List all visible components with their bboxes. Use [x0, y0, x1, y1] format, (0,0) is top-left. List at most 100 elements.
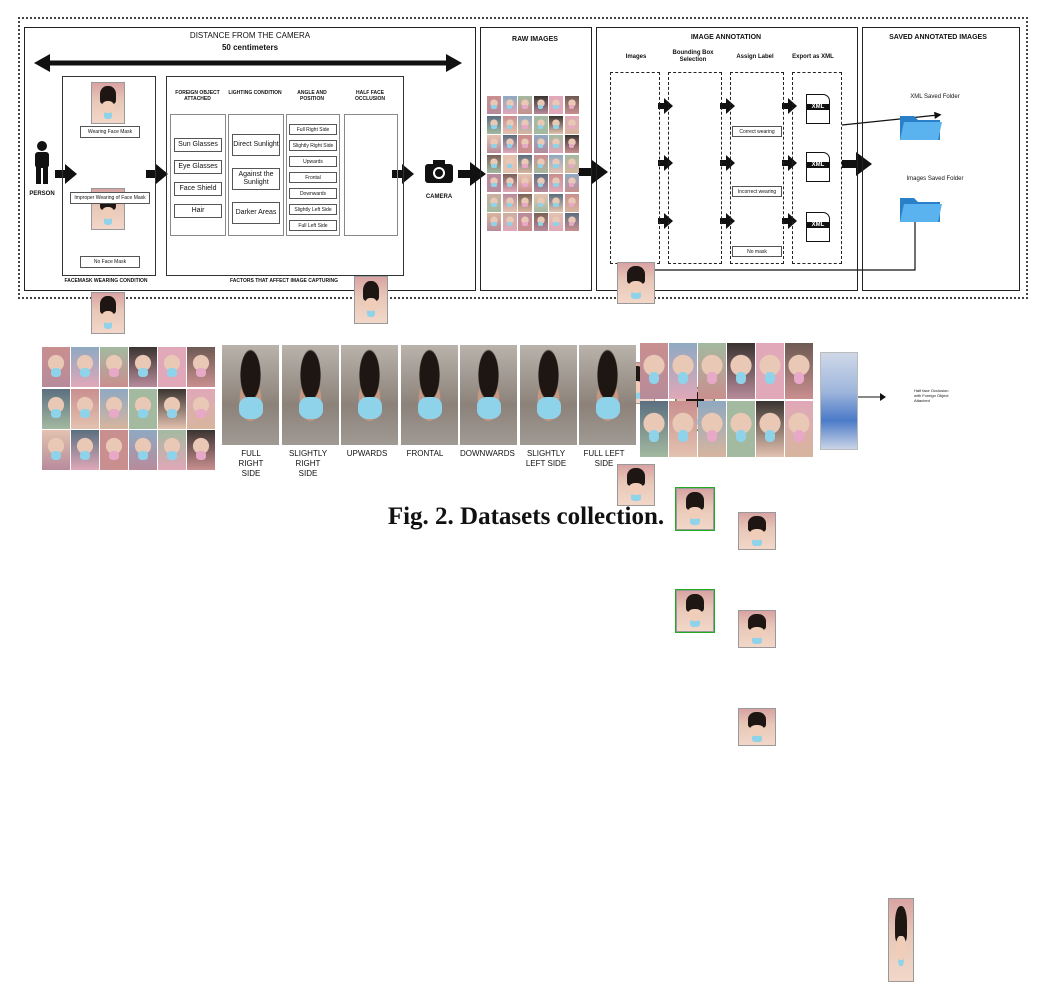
mask-mark — [522, 124, 528, 129]
foreign-panel — [170, 114, 226, 236]
diagram-outer-frame — [18, 17, 1028, 299]
mask-mark — [764, 372, 775, 385]
mask-mark — [706, 372, 717, 385]
collage-left-tile — [129, 430, 157, 470]
mask-mark — [568, 163, 574, 168]
collage-left-tile — [100, 430, 128, 470]
xml-text-1: XML — [807, 104, 829, 110]
raw-image-tile — [518, 135, 532, 153]
annot-image-1 — [617, 262, 655, 304]
collage-right-tile — [756, 400, 784, 457]
mask-mark — [537, 222, 543, 227]
pose-label-frontal: FRONTAL — [406, 449, 444, 458]
raw-image-tile — [502, 193, 517, 212]
collage-right-tile — [698, 343, 726, 399]
raw-image-tile — [487, 115, 501, 134]
mask-mark — [79, 367, 90, 377]
angle-header: ANGLE AND POSITION — [297, 90, 327, 102]
mask-mark — [764, 429, 775, 442]
saved-header: SAVED ANNOTATED IMAGES — [889, 34, 987, 41]
annot-bbox-3 — [675, 589, 715, 633]
mask-mark — [568, 105, 574, 110]
mask-mark — [50, 409, 61, 419]
distance-value: 50 centimeters — [221, 43, 279, 52]
mask-mark — [491, 105, 497, 110]
raw-image-tile — [518, 115, 532, 134]
pose-mask — [596, 397, 621, 419]
factors-label: FACTORS THAT AFFECT IMAGE CAPTURING — [230, 278, 338, 284]
raw-image-tile — [549, 174, 563, 192]
half-face-photo — [354, 276, 388, 324]
xml-text-3: XML — [807, 222, 829, 228]
occlusion-arrow — [858, 393, 886, 401]
lighting-item-against: Against the Sunlight — [232, 168, 280, 190]
angle-item-upwards: Upwards — [289, 156, 337, 167]
raw-image-tile — [487, 193, 501, 212]
collage-right-tile — [727, 343, 755, 399]
person-icon — [35, 141, 49, 184]
angle-item-frontal: Frontal — [289, 172, 337, 183]
collage-left-tile — [100, 388, 128, 429]
annot-label-2 — [738, 610, 776, 648]
face-no-mask — [91, 292, 125, 334]
annot-image-3 — [617, 464, 655, 506]
raw-image-tile — [533, 115, 548, 134]
pose-label-full-right: FULL RIGHT SIDE — [238, 449, 264, 478]
angle-item-full-left: Full Left Side — [289, 220, 337, 231]
raw-image-tile — [549, 193, 563, 212]
raw-image-tile — [502, 174, 517, 192]
annotation-section — [596, 27, 858, 291]
half-face-header: HALF FACE OCCLUSION — [355, 90, 385, 102]
mask-mark — [537, 124, 543, 129]
raw-image-tile — [533, 213, 548, 231]
raw-image-tile — [564, 213, 579, 231]
pose-label-slightly-left: SLIGHTLY LEFT SIDE — [525, 449, 567, 468]
distance-title: DISTANCE FROM THE CAMERA — [189, 31, 311, 40]
pose-mask — [477, 397, 502, 419]
collage-left-tile — [100, 347, 128, 387]
mask-mark — [195, 450, 206, 460]
mask-mark — [506, 124, 512, 129]
raw-image-tile — [564, 135, 579, 153]
mask-mark — [568, 124, 574, 129]
mask-mark — [553, 222, 559, 227]
pose-mask — [417, 397, 442, 419]
annot-label-1 — [738, 512, 776, 550]
mask-mark — [491, 202, 497, 207]
collage-left-tile — [187, 388, 215, 429]
collage-left-tile — [187, 430, 215, 470]
raw-image-tile — [549, 213, 563, 231]
collage-left-tile — [42, 430, 70, 470]
sample-collage-left — [42, 347, 218, 473]
mask-mark — [522, 202, 528, 207]
mask-mark — [166, 409, 177, 419]
xml-text-2: XML — [807, 162, 829, 168]
collage-left-tile — [129, 388, 157, 429]
mask-mark — [506, 144, 512, 149]
annotation-col-xml: Export as XML — [792, 54, 834, 60]
annotation-bbox-col — [668, 72, 722, 264]
mask-mark — [537, 105, 543, 110]
facemask-section-label: FACEMASK WEARING CONDITION — [64, 278, 148, 284]
mask-mark — [537, 183, 543, 188]
occlusion-note: Half face Occlusion with Foreign Object … — [914, 388, 949, 403]
collage-left-tile — [158, 388, 186, 429]
xml-folder-icon — [900, 116, 942, 140]
images-folder-label: Images Saved Folder — [906, 176, 964, 182]
raw-image-tile — [487, 174, 501, 192]
pose-photo — [341, 345, 398, 445]
pose-mask — [239, 397, 264, 419]
raw-image-tile — [487, 154, 501, 173]
collage-right-tile — [698, 400, 726, 457]
raw-image-tile — [487, 213, 501, 231]
pose-photo — [460, 345, 517, 445]
collage-left-tile — [42, 347, 70, 387]
raw-image-tile — [487, 96, 501, 114]
raw-image-tile — [564, 96, 579, 114]
annot-label-3 — [738, 708, 776, 746]
mask-mark — [108, 409, 119, 419]
foreign-item-hair: Hair — [174, 204, 222, 218]
pose-mask — [358, 397, 383, 419]
mask-mark — [706, 429, 717, 442]
mask-mark — [522, 163, 528, 168]
